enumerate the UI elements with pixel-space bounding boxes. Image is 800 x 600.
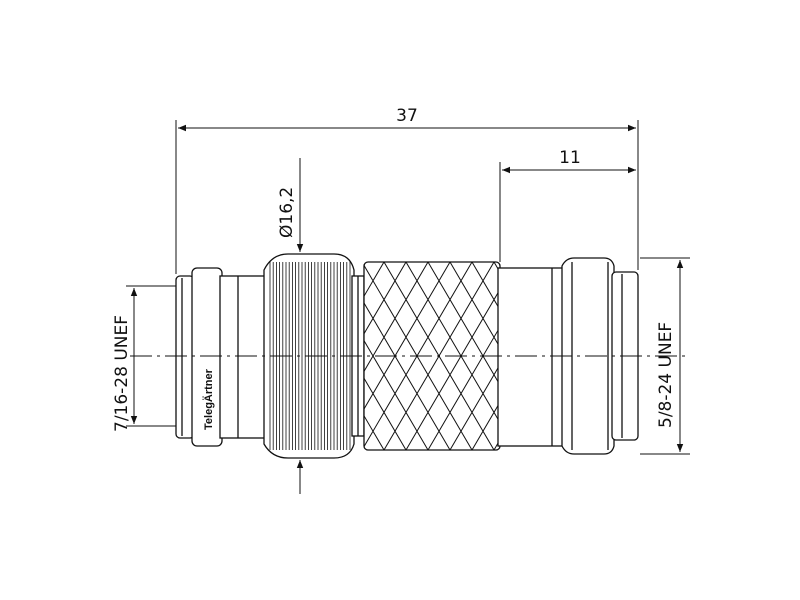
- overall-length-label: 37: [396, 106, 418, 126]
- section-length-dimension: [499, 162, 636, 262]
- brand-logo: TelegÄrtner: [202, 368, 215, 430]
- left-thread-dimension: [126, 285, 176, 427]
- diameter-label: Ø16,2: [277, 187, 297, 238]
- right-thread-dimension: [640, 257, 690, 455]
- section-length-label: 11: [559, 148, 581, 168]
- left-thread-stub: [175, 275, 195, 439]
- knurl-pattern: [364, 262, 500, 450]
- overall-length-dimension: [175, 120, 639, 274]
- left-neck: [219, 275, 267, 439]
- right-thread-label: 5/8-24 UNEF: [656, 322, 676, 428]
- left-thread-label: 7/16-28 UNEF: [112, 315, 132, 432]
- right-body: [497, 267, 565, 447]
